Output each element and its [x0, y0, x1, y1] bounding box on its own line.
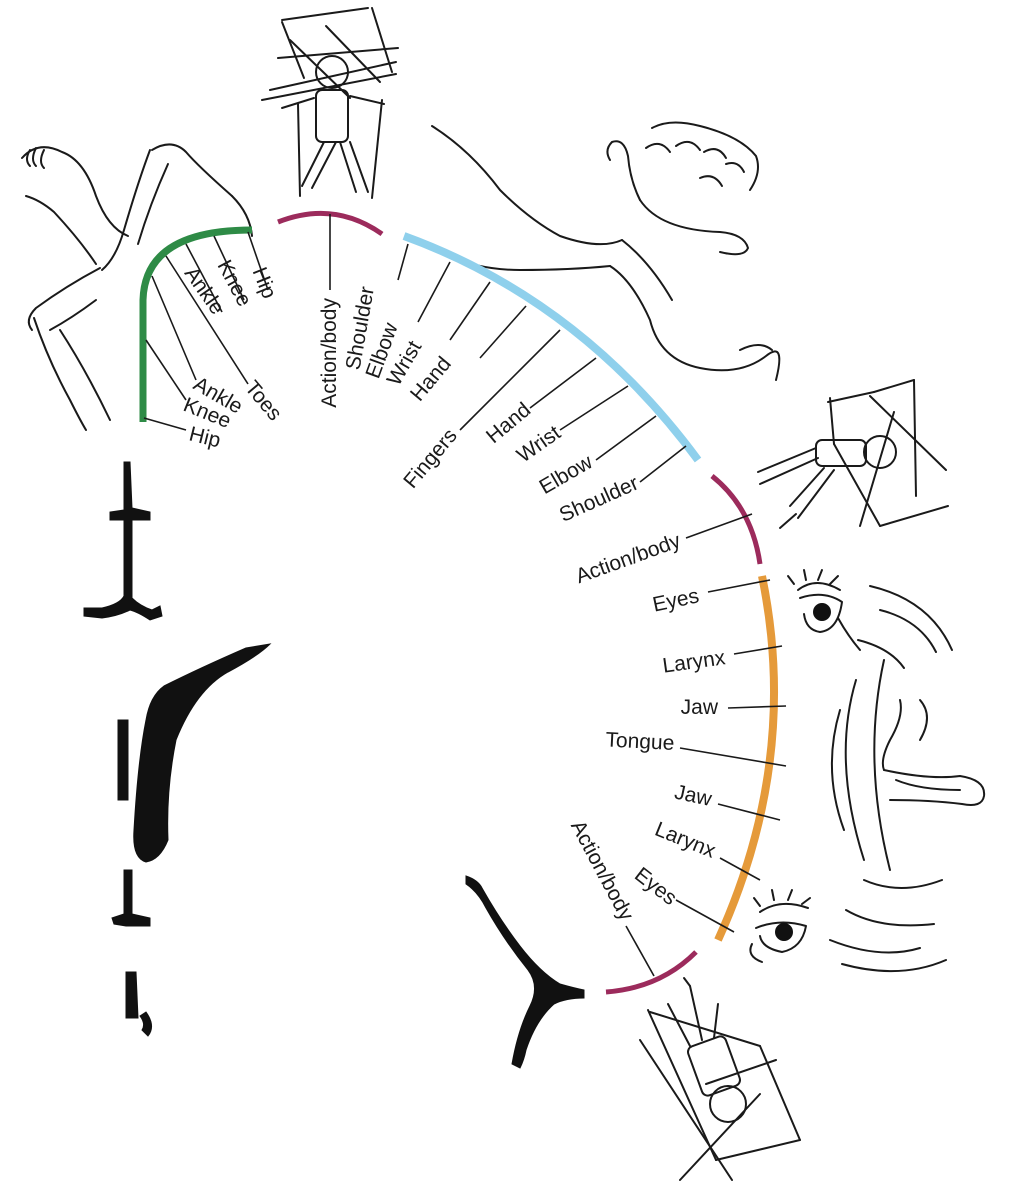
mouth-tongue-icon — [829, 585, 986, 973]
eye-top-icon — [787, 569, 861, 651]
arm-ticks — [397, 243, 687, 483]
face-ticks — [675, 579, 787, 933]
marionette-top-icon — [261, 7, 399, 199]
face-label-eyes-2: Eyes — [630, 863, 681, 910]
action-bottom-tick — [625, 925, 655, 977]
brain-section-icon — [83, 461, 585, 1069]
arm-arc — [402, 232, 702, 463]
face-label-larynx: Larynx — [661, 646, 727, 678]
action-bottom-label: Action/body — [566, 817, 638, 925]
marionette-bottom-icon — [639, 977, 801, 1181]
face-label-jaw-2: Jaw — [672, 781, 714, 811]
arm-label-fingers: Fingers — [399, 424, 462, 492]
action-top-label: Action/body — [318, 298, 341, 408]
leg-ticks — [143, 231, 269, 431]
arm-fist-icon — [409, 121, 781, 381]
action-bottom-arc — [605, 950, 698, 995]
action-top-arc — [277, 210, 384, 237]
marionette-middle-icon — [757, 379, 949, 529]
leg-arc — [139, 226, 253, 422]
face-label-tongue: Tongue — [605, 728, 675, 755]
face-arc — [714, 575, 778, 942]
action-middle-tick — [685, 513, 753, 539]
arm-label-wrist-2: Wrist — [513, 421, 565, 467]
eye-bottom-icon — [749, 889, 811, 963]
face-label-jaw: Jaw — [681, 696, 719, 719]
face-label-eyes: Eyes — [651, 584, 701, 616]
action-middle-arc — [710, 474, 763, 565]
action-middle-label: Action/body — [573, 529, 684, 588]
face-label-larynx-2: Larynx — [652, 818, 720, 863]
